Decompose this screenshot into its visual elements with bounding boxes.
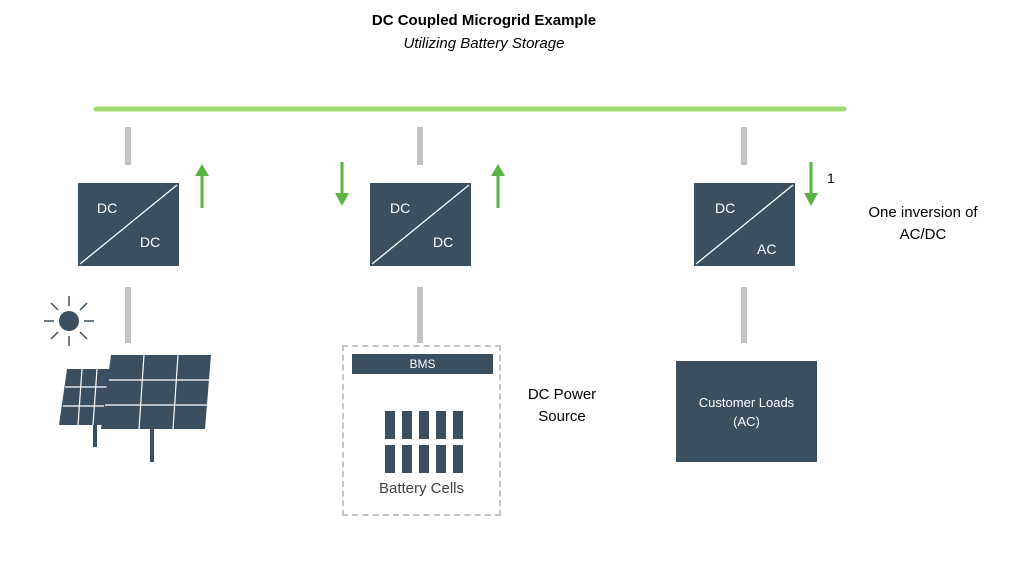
solar-dc-dc-converter: DC DC xyxy=(78,183,179,266)
battery-cell xyxy=(436,411,446,439)
bus-connector-battery xyxy=(417,127,423,165)
converter-output-label: DC xyxy=(140,234,161,250)
converter-diagonal xyxy=(695,184,794,265)
inversion-note-line-2: AC/DC xyxy=(899,226,947,243)
solar-connector xyxy=(125,287,131,343)
battery-storage-group xyxy=(342,345,501,516)
diagram-subtitle: Utilizing Battery Storage xyxy=(403,35,565,52)
dc-bus xyxy=(89,104,851,114)
inversion-note-line-1: One inversion of xyxy=(868,204,978,221)
converter-diagonal xyxy=(79,184,178,265)
loads-connector xyxy=(741,287,747,343)
diagram-title: DC Coupled Microgrid Example xyxy=(371,12,597,29)
battery-cell xyxy=(402,445,412,473)
dc-power-source-line-2: Source xyxy=(538,408,586,425)
converter-output-label: AC xyxy=(757,241,777,257)
converter-diagonal xyxy=(371,184,470,265)
customer-loads-line-1: Customer Loads xyxy=(698,394,795,410)
battery-cell xyxy=(453,445,463,473)
dc-power-source-line-1: DC Power xyxy=(527,386,597,403)
converter-input-label: DC xyxy=(715,200,736,216)
battery-cell xyxy=(419,411,429,439)
customer-loads-line-2: (AC) xyxy=(733,413,760,429)
battery-cells-icon xyxy=(385,411,465,473)
battery-cell xyxy=(402,411,412,439)
solar-panel-icon xyxy=(59,354,211,462)
battery-cell xyxy=(385,445,395,473)
converter-output-label: DC xyxy=(433,234,454,250)
battery-cell xyxy=(419,445,429,473)
dc-power-source-label: DC Power Source xyxy=(512,384,612,428)
arrow-down-icon xyxy=(335,162,349,206)
converter-input-label: DC xyxy=(390,200,411,216)
battery-cell xyxy=(453,411,463,439)
bus-connector-loads xyxy=(741,127,747,165)
customer-loads-box: Customer Loads (AC) xyxy=(676,361,817,462)
battery-connector xyxy=(417,287,423,343)
arrow-up-icon xyxy=(195,164,209,208)
battery-cell xyxy=(436,445,446,473)
loads-dc-ac-inverter: DC AC xyxy=(694,183,795,266)
sun-icon xyxy=(44,296,94,346)
arrow-marker: 1 xyxy=(827,170,835,186)
battery-cell xyxy=(385,411,395,439)
inversion-note: One inversion of AC/DC xyxy=(852,202,994,246)
bms-bar: BMS xyxy=(352,354,493,374)
bus-connector-solar xyxy=(125,127,131,165)
arrow-up-icon xyxy=(491,164,505,208)
battery-cells-label: Battery Cells xyxy=(378,480,465,497)
converter-input-label: DC xyxy=(97,200,118,216)
battery-dc-dc-converter: DC DC xyxy=(370,183,471,266)
arrow-down-icon xyxy=(804,162,818,206)
